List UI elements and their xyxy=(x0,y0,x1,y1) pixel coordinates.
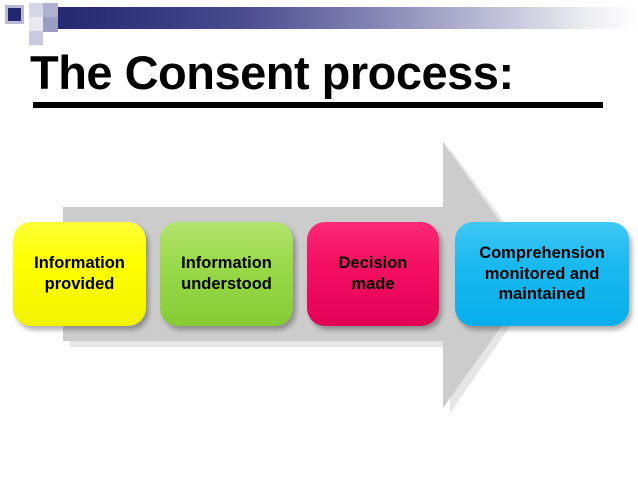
process-step-line: provided xyxy=(44,275,115,293)
arrow-shape xyxy=(63,142,538,408)
process-step-label: Comprehension monitored and maintained xyxy=(479,243,605,305)
header-square-d xyxy=(29,17,43,31)
process-step-decision-made[interactable]: Decision made xyxy=(307,222,439,326)
process-step-comprehension-monitored-and-maintained[interactable]: Comprehension monitored and maintained xyxy=(455,222,629,326)
header-square-f xyxy=(29,31,43,45)
page-title: The Consent process: xyxy=(30,46,514,99)
process-step-line: maintained xyxy=(498,285,586,304)
process-step-line: made xyxy=(351,275,395,293)
process-step-label: Information understood xyxy=(181,253,272,294)
header-square-c xyxy=(43,3,58,18)
process-step-information-understood[interactable]: Information understood xyxy=(160,222,293,326)
header-gradient-bar xyxy=(31,7,638,29)
process-step-line: Comprehension xyxy=(479,244,605,263)
title-underline xyxy=(33,102,603,108)
process-step-line: understood xyxy=(181,275,272,293)
process-step-line: Information xyxy=(181,254,272,273)
header-square-e xyxy=(43,17,58,32)
process-step-line: monitored and xyxy=(484,264,600,283)
process-step-information-provided[interactable]: Information provided xyxy=(13,222,146,326)
process-step-line: Information xyxy=(34,254,125,273)
header-square-dark xyxy=(8,8,21,21)
process-step-label: Information provided xyxy=(34,253,125,294)
header-square-b xyxy=(29,3,43,17)
header-square-gap xyxy=(16,24,26,34)
process-step-label: Decision made xyxy=(339,253,408,294)
process-step-line: Decision xyxy=(338,254,408,273)
